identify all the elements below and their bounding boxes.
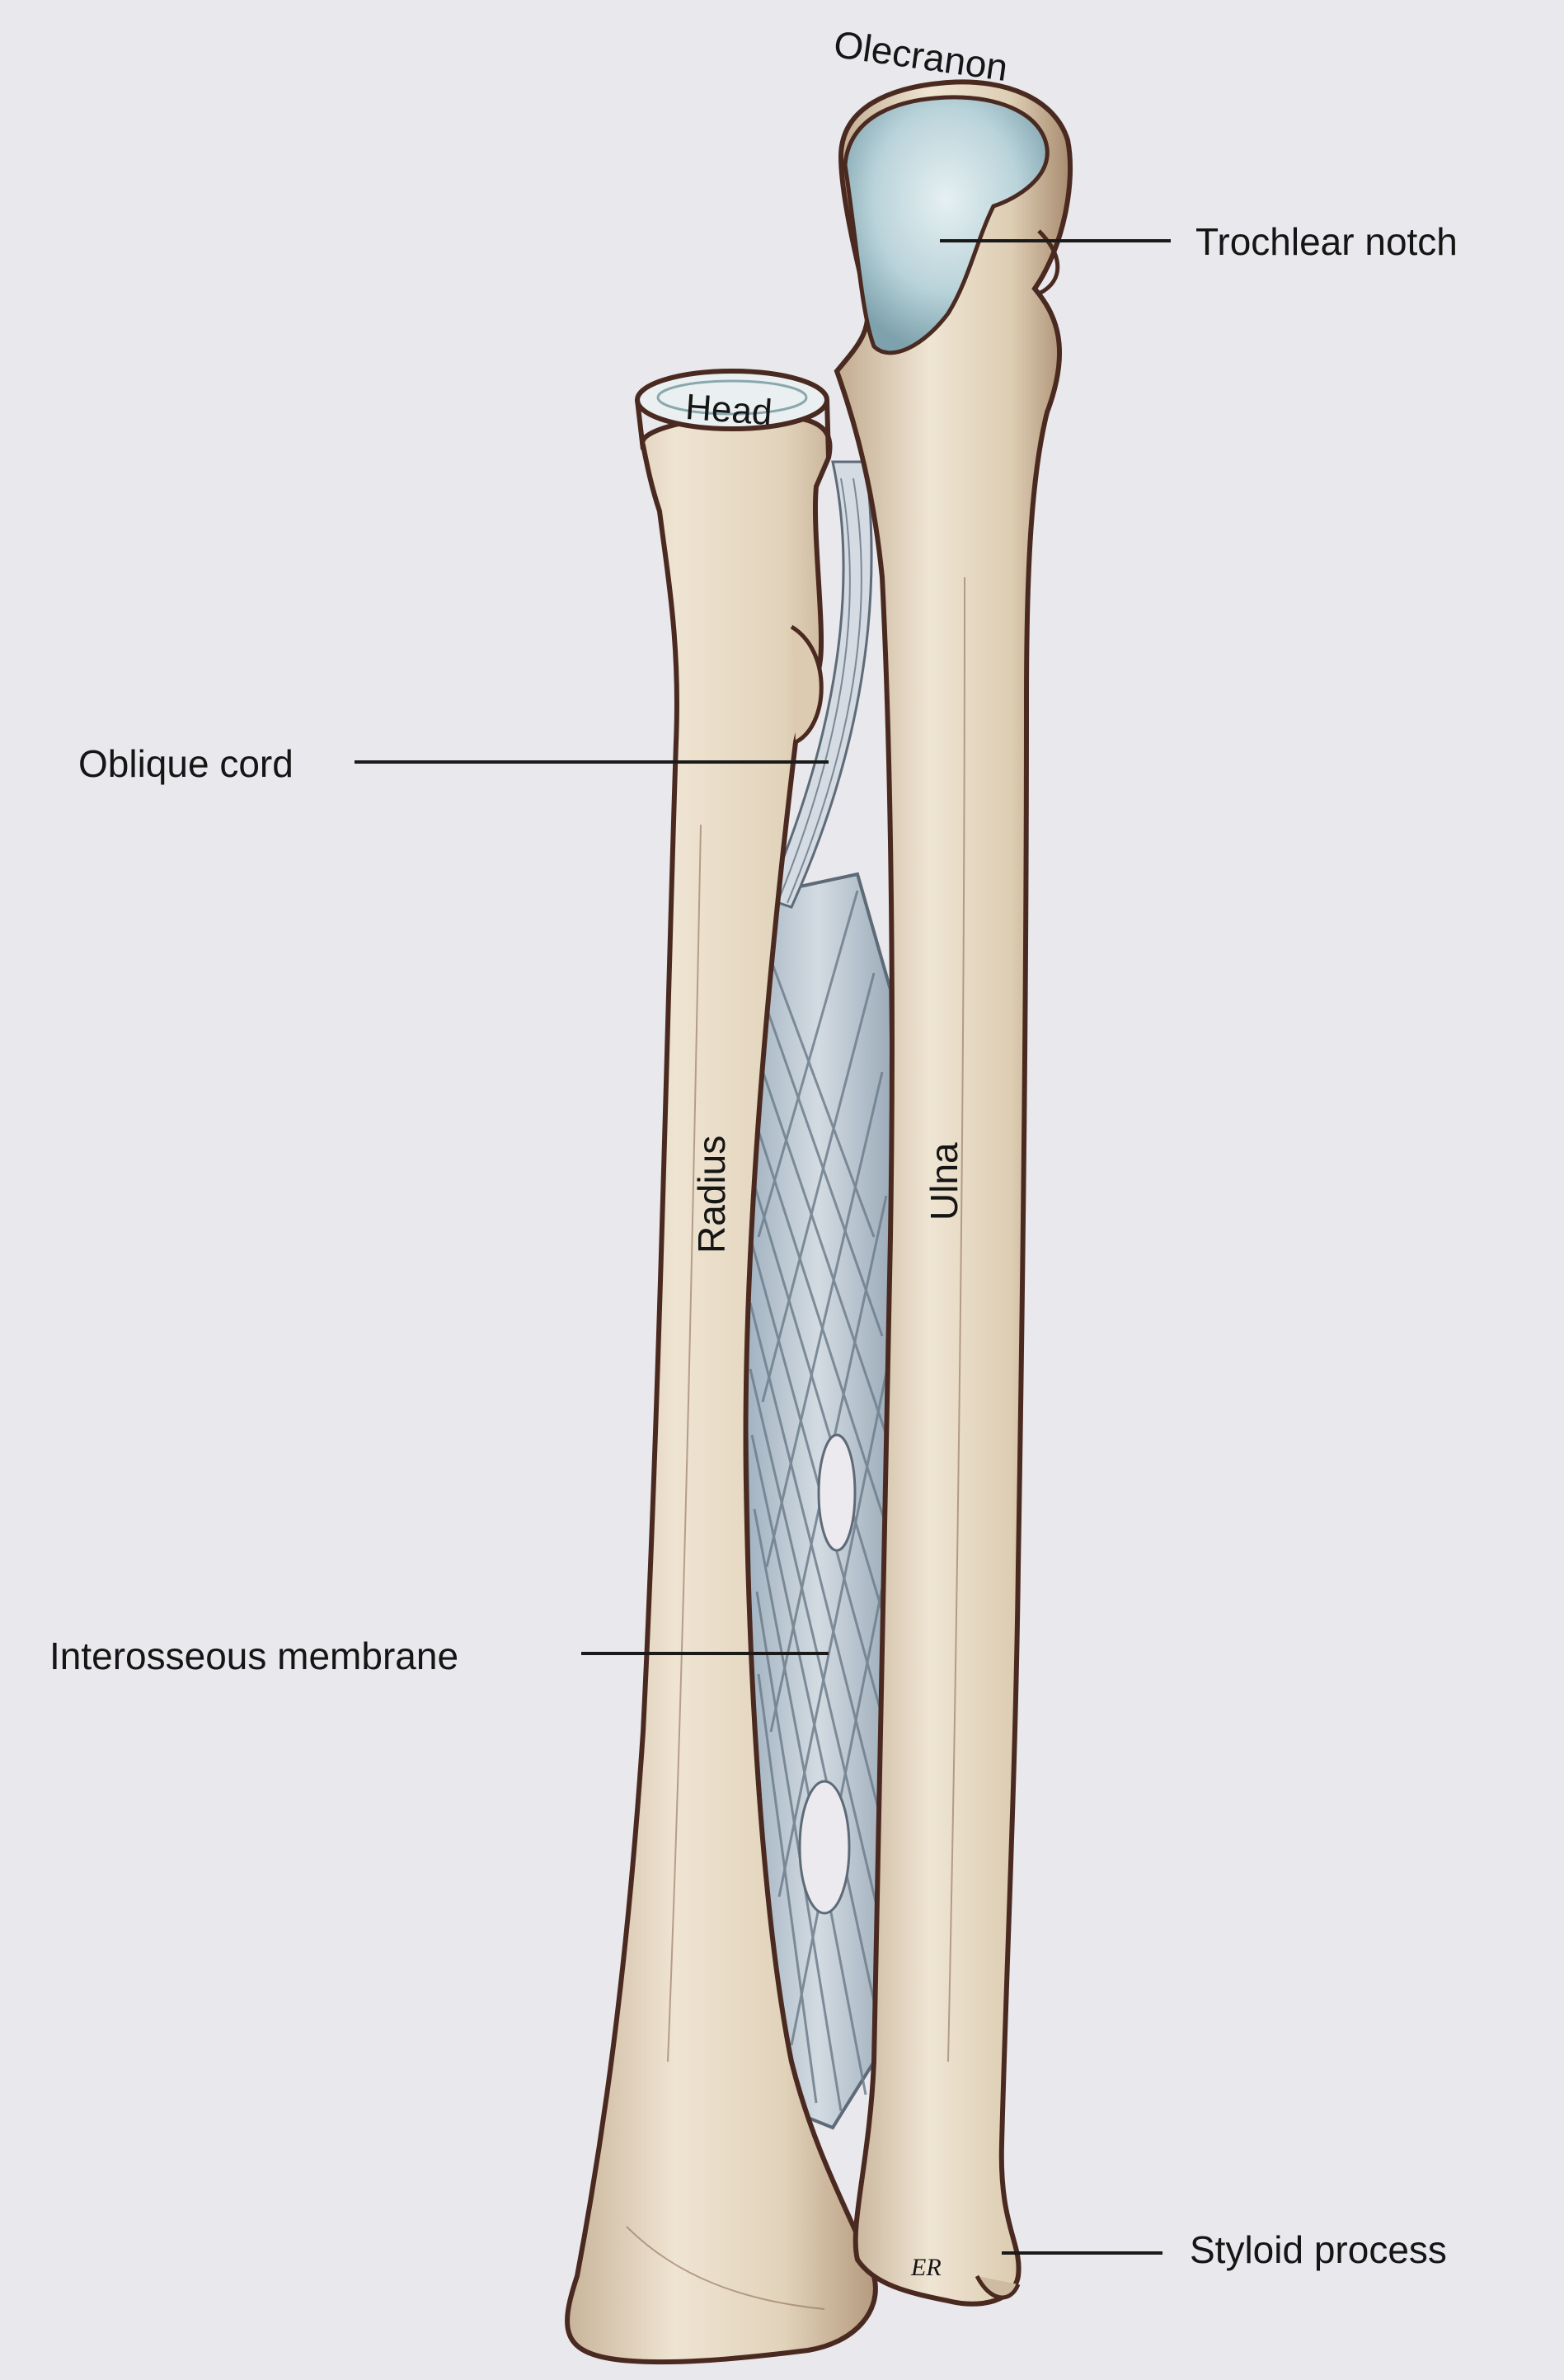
membrane-fibers [749, 890, 890, 2112]
leader-interosseous-membrane [581, 1652, 829, 1655]
radial-tuberosity [790, 624, 824, 745]
leader-trochlear-notch [940, 239, 1171, 242]
artist-initials: ER [911, 2254, 942, 2281]
ulna-bone-shape [834, 79, 1073, 2307]
trochlear-notch-cartilage [843, 95, 1050, 355]
label-styloid-process: Styloid process [1190, 2228, 1447, 2271]
leader-oblique-cord [355, 760, 829, 764]
membrane-opening-lower [798, 1780, 851, 1915]
ulna-styloid-tip [975, 2274, 1021, 2300]
label-oblique-cord: Oblique cord [78, 742, 294, 785]
olecranon-tip [1037, 229, 1060, 295]
label-radius: Radius [690, 1135, 733, 1253]
label-interosseous-membrane: Interosseous membrane [49, 1634, 459, 1677]
leader-styloid-process [1002, 2251, 1162, 2255]
label-trochlear-notch: Trochlear notch [1195, 220, 1458, 263]
label-ulna: Ulna [923, 1142, 965, 1221]
oblique-cord-shape [764, 460, 873, 909]
membrane-opening-upper [817, 1433, 857, 1552]
label-head: Head [683, 387, 774, 434]
